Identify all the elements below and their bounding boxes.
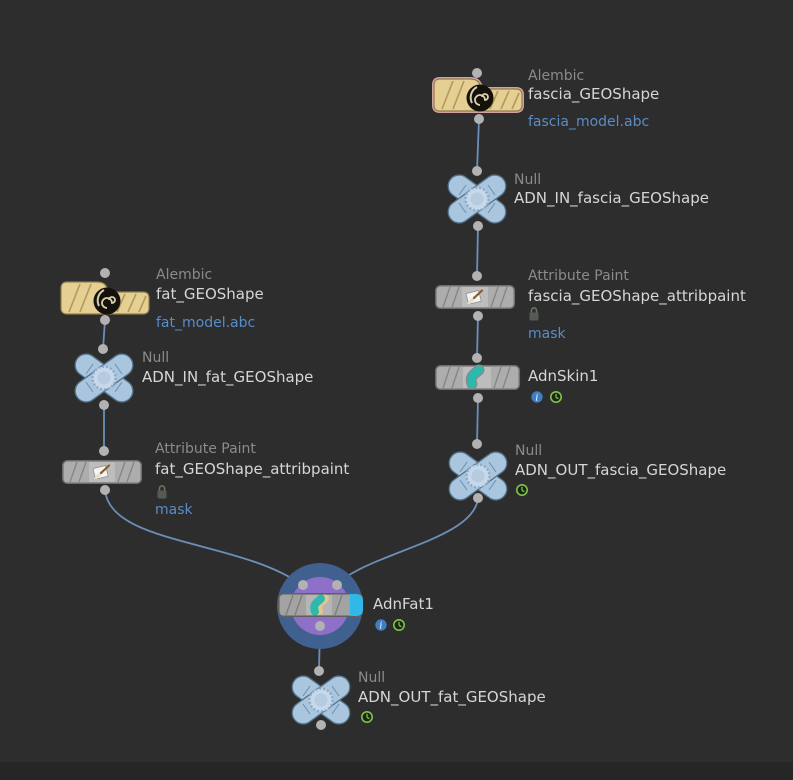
node-name-label[interactable]: fascia_GEOShape [528,85,660,103]
node-fascia-attribpaint[interactable] [434,284,516,310]
wire-adnskin-to-fascia-out-null[interactable] [476,397,479,445]
output-pin[interactable] [316,720,326,730]
wire-fat-attribpaint-to-adnfat[interactable] [104,489,303,586]
input-pin[interactable] [472,439,482,449]
node-adnfat[interactable] [279,594,363,617]
lock-icon [156,485,168,500]
input-pin[interactable] [472,271,482,281]
node-fat-alembic[interactable] [60,281,150,316]
input-pin[interactable] [298,580,308,590]
input-pin[interactable] [314,666,324,676]
node-name-label[interactable]: AdnFat1 [373,595,434,613]
node-name-label[interactable]: ADN_OUT_fat_GEOShape [358,688,546,706]
node-type-label: Attribute Paint [155,441,256,457]
wire-fascia-attribpaint-to-adnskin[interactable] [476,315,479,359]
node-fat-attribpaint[interactable] [61,459,143,485]
info-icon[interactable] [375,619,387,632]
node-mask-link[interactable]: mask [528,326,566,342]
node-name-label[interactable]: AdnSkin1 [528,367,599,385]
node-name-label[interactable]: ADN_OUT_fascia_GEOShape [515,461,727,479]
node-adnskin[interactable] [436,366,520,390]
output-pin[interactable] [473,493,483,503]
wire-fascia-out-null-to-adnfat[interactable] [335,497,479,586]
output-pin[interactable] [99,400,109,410]
wire-fascia-alembic-to-in-null[interactable] [476,118,480,172]
input-pin[interactable] [472,166,482,176]
node-fascia-alembic[interactable] [432,77,524,113]
output-pin[interactable] [473,393,483,403]
node-fascia-in-null[interactable] [442,169,512,229]
node-file-link[interactable]: fat_model.abc [156,315,256,331]
input-pin[interactable] [472,353,482,363]
lock-icon [528,307,540,322]
alembic-icon[interactable] [433,78,523,113]
node-name-label[interactable]: fascia_GEOShape_attribpaint [528,287,746,305]
input-pin[interactable] [332,580,342,590]
output-pin[interactable] [473,311,483,321]
node-name-label[interactable]: ADN_IN_fascia_GEOShape [514,189,709,207]
node-name-label[interactable]: ADN_IN_fat_GEOShape [142,368,314,386]
output-pin[interactable] [100,315,110,325]
node-mask-link[interactable]: mask [155,502,193,518]
node-type-label: Alembic [156,267,213,283]
node-type-label: Null [358,670,386,686]
clock-icon[interactable] [515,483,529,497]
output-pin[interactable] [100,485,110,495]
node-name-label[interactable]: fat_GEOShape [156,285,264,303]
editor-bottom-band [0,762,793,780]
input-pin[interactable] [99,446,109,456]
output-pin[interactable] [474,114,484,124]
wire-in-null-to-fascia-attribpaint[interactable] [476,225,479,277]
node-file-link[interactable]: fascia_model.abc [528,114,650,130]
node-name-label[interactable]: fat_GEOShape_attribpaint [155,460,350,478]
input-pin[interactable] [472,68,482,78]
clock-icon[interactable] [360,710,374,724]
output-pin[interactable] [315,621,325,631]
input-pin[interactable] [98,344,108,354]
node-type-label: Null [514,172,542,188]
node-type-label: Alembic [528,68,585,84]
clock-icon[interactable] [549,390,563,404]
node-type-label: Null [142,350,170,366]
node-type-label: Attribute Paint [528,268,629,284]
output-pin[interactable] [473,221,483,231]
input-pin[interactable] [100,268,110,278]
node-fat-in-null[interactable] [69,348,139,408]
clock-icon[interactable] [392,618,406,632]
info-icon[interactable] [531,391,543,404]
node-type-label: Null [515,443,543,459]
node-fat-out-null[interactable] [286,670,356,730]
